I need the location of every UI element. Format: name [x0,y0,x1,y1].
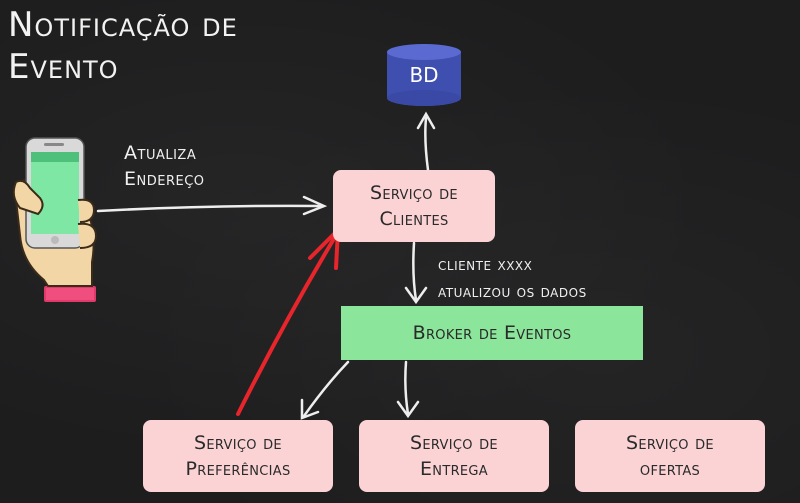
phone-hand-icon [12,137,98,302]
action-label-line-1: Atualiza [124,142,197,164]
node-servico-preferencias-line-1: Serviço de [194,432,282,454]
node-servico-preferencias-line-2: Preferências [185,458,291,480]
node-servico-entrega: Serviço de Entrega [359,420,549,492]
arrow-to-broker [404,241,428,305]
database-icon [387,44,461,106]
node-servico-ofertas-line-1: Serviço de [626,432,714,454]
node-servico-entrega-line-2: Entrega [420,458,488,480]
node-servico-preferencias: Serviço de Preferências [143,420,333,492]
node-servico-ofertas: Serviço de ofertas [575,420,765,492]
arrow-preferencias-to-clientes [236,224,341,416]
node-servico-ofertas-line-2: ofertas [639,458,701,480]
node-servico-entrega-line-1: Serviço de [410,432,498,454]
arrow-update-address [96,195,328,216]
node-servico-clientes-line-1: Serviço de [370,182,458,204]
event-label-line-1: cliente xxxx [438,255,533,275]
database-label: BD [409,63,439,87]
arrow-to-database [416,111,436,172]
action-label: Atualiza Endereço [124,140,254,192]
arrow-to-preferencias [300,360,350,420]
node-servico-clientes-line-2: Clientes [379,208,449,230]
node-servico-clientes: Serviço de Clientes [333,170,495,242]
title-line-1: Notificação de [8,5,238,45]
action-label-line-2: Endereço [124,168,205,190]
node-broker-label: Broker de Eventos [412,322,572,344]
event-label: cliente xxxx atualizou os dados [438,252,658,306]
title-line-2: Evento [8,47,119,87]
arrow-to-entrega [396,360,420,419]
diagram-title: Notificação de Evento [8,4,238,88]
event-label-line-2: atualizou os dados [438,282,587,302]
node-broker-eventos: Broker de Eventos [341,306,643,360]
